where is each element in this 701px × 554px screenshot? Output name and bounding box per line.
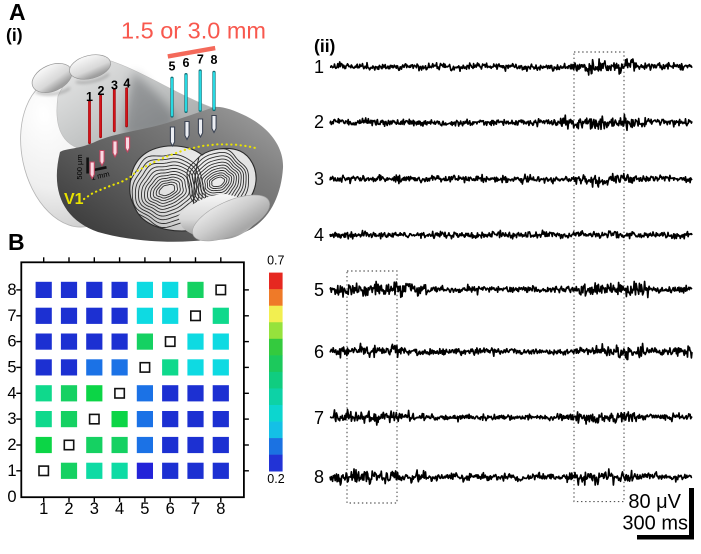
svg-text:7: 7 bbox=[197, 53, 204, 67]
svg-text:V1: V1 bbox=[64, 191, 84, 208]
svg-text:80 μV: 80 μV bbox=[628, 491, 681, 513]
svg-text:8: 8 bbox=[211, 53, 218, 67]
svg-text:3: 3 bbox=[111, 79, 118, 93]
svg-text:5: 5 bbox=[140, 500, 149, 518]
svg-text:(i): (i) bbox=[6, 25, 23, 45]
svg-text:0.2: 0.2 bbox=[267, 472, 284, 486]
svg-text:2: 2 bbox=[314, 112, 324, 132]
svg-text:2: 2 bbox=[98, 84, 105, 98]
svg-text:1: 1 bbox=[7, 462, 16, 480]
svg-text:(ii): (ii) bbox=[314, 36, 335, 56]
svg-text:6: 6 bbox=[166, 500, 175, 518]
svg-text:8: 8 bbox=[314, 467, 324, 487]
svg-text:1 mm: 1 mm bbox=[90, 169, 110, 182]
svg-text:3: 3 bbox=[7, 410, 16, 428]
svg-text:8: 8 bbox=[216, 500, 225, 518]
svg-text:4: 4 bbox=[115, 500, 124, 518]
svg-text:6: 6 bbox=[183, 56, 190, 70]
svg-text:4: 4 bbox=[123, 77, 130, 91]
svg-text:5: 5 bbox=[169, 60, 176, 74]
svg-text:1: 1 bbox=[39, 500, 48, 518]
svg-text:2: 2 bbox=[7, 436, 16, 454]
svg-text:4: 4 bbox=[7, 384, 16, 402]
svg-text:0: 0 bbox=[7, 488, 16, 506]
svg-text:4: 4 bbox=[314, 225, 324, 245]
svg-text:3: 3 bbox=[90, 500, 99, 518]
svg-text:7: 7 bbox=[314, 408, 324, 428]
svg-text:300 ms: 300 ms bbox=[622, 513, 688, 535]
svg-text:2: 2 bbox=[64, 500, 73, 518]
svg-text:5: 5 bbox=[314, 280, 324, 300]
svg-text:6: 6 bbox=[7, 333, 16, 351]
svg-text:A: A bbox=[9, 0, 26, 25]
svg-text:1.5 or 3.0 mm: 1.5 or 3.0 mm bbox=[121, 18, 266, 44]
svg-text:7: 7 bbox=[7, 307, 16, 325]
svg-text:1: 1 bbox=[86, 90, 93, 104]
svg-text:0.7: 0.7 bbox=[267, 254, 284, 268]
svg-text:B: B bbox=[8, 229, 25, 255]
svg-text:1: 1 bbox=[314, 57, 324, 77]
svg-text:500 μm: 500 μm bbox=[75, 154, 84, 179]
svg-text:8: 8 bbox=[7, 281, 16, 299]
svg-text:5: 5 bbox=[7, 358, 16, 376]
svg-text:7: 7 bbox=[191, 500, 200, 518]
svg-text:6: 6 bbox=[314, 342, 324, 362]
svg-text:3: 3 bbox=[314, 169, 324, 189]
